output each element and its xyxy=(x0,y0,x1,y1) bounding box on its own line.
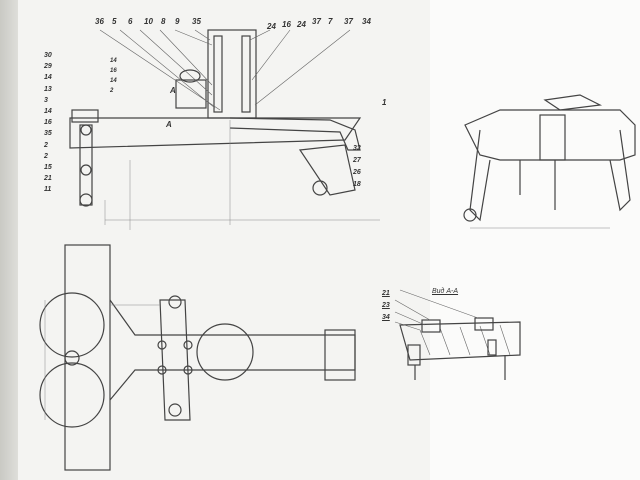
callout: 2 xyxy=(44,141,48,149)
callout: 10 xyxy=(144,17,153,26)
callout: 13 xyxy=(44,85,52,93)
callout: 11 xyxy=(44,186,52,194)
callout: 32 xyxy=(353,145,361,152)
callout: 37 xyxy=(344,17,353,26)
callout: 2 xyxy=(110,88,114,94)
callout: 24 xyxy=(267,22,276,31)
callout: 27 xyxy=(353,157,361,164)
callout: 21 xyxy=(382,290,390,297)
callout: 29 xyxy=(44,63,52,71)
callout: 16 xyxy=(110,68,117,74)
callout: 35 xyxy=(44,130,52,138)
callout: 7 xyxy=(328,17,333,26)
callout: 14 xyxy=(44,108,52,116)
callout: 30 xyxy=(44,52,52,59)
callout: 18 xyxy=(353,181,361,188)
callout: 16 xyxy=(282,20,291,29)
callout: 16 xyxy=(44,119,52,127)
callouts-top: 36 5 6 10 8 9 35 24 16 24 37 7 37 34 xyxy=(95,17,385,31)
callout: 36 xyxy=(95,17,104,26)
callout: 1 xyxy=(382,98,387,107)
callout: 14 xyxy=(110,58,117,64)
callout: 21 xyxy=(44,175,52,183)
leader-lines xyxy=(99,29,351,111)
callout: 37 xyxy=(312,17,321,26)
callout: 2 xyxy=(44,152,48,160)
callout: 9 xyxy=(175,17,180,26)
callout: 14 xyxy=(44,74,52,82)
callout: 34 xyxy=(382,314,390,321)
callout: 5 xyxy=(112,17,117,26)
callout: 26 xyxy=(353,169,361,176)
section-view xyxy=(394,289,521,380)
callouts-left-upper: 14 16 14 2 xyxy=(110,56,117,96)
callout: 24 xyxy=(297,20,306,29)
plan-view xyxy=(39,244,356,471)
callout: 34 xyxy=(362,17,371,26)
callout: 8 xyxy=(161,17,166,26)
section-callouts: 21 23 34 xyxy=(382,288,390,324)
callout: 14 xyxy=(110,78,117,84)
section-mark: A xyxy=(170,86,176,95)
callout: 3 xyxy=(44,96,48,104)
front-view xyxy=(463,94,636,229)
side-view xyxy=(69,29,380,230)
callouts-right: 32 27 26 18 xyxy=(353,143,361,191)
section-mark: A xyxy=(166,120,172,129)
drawing-sheet-right xyxy=(430,0,640,480)
callout: 6 xyxy=(128,17,133,26)
section-title: Вид А-А xyxy=(432,288,459,295)
callouts-left: 30 29 14 13 3 14 16 35 2 2 15 21 11 xyxy=(44,50,52,196)
callout: 15 xyxy=(44,164,52,172)
callout: 35 xyxy=(192,17,201,26)
callout: 23 xyxy=(382,302,390,309)
